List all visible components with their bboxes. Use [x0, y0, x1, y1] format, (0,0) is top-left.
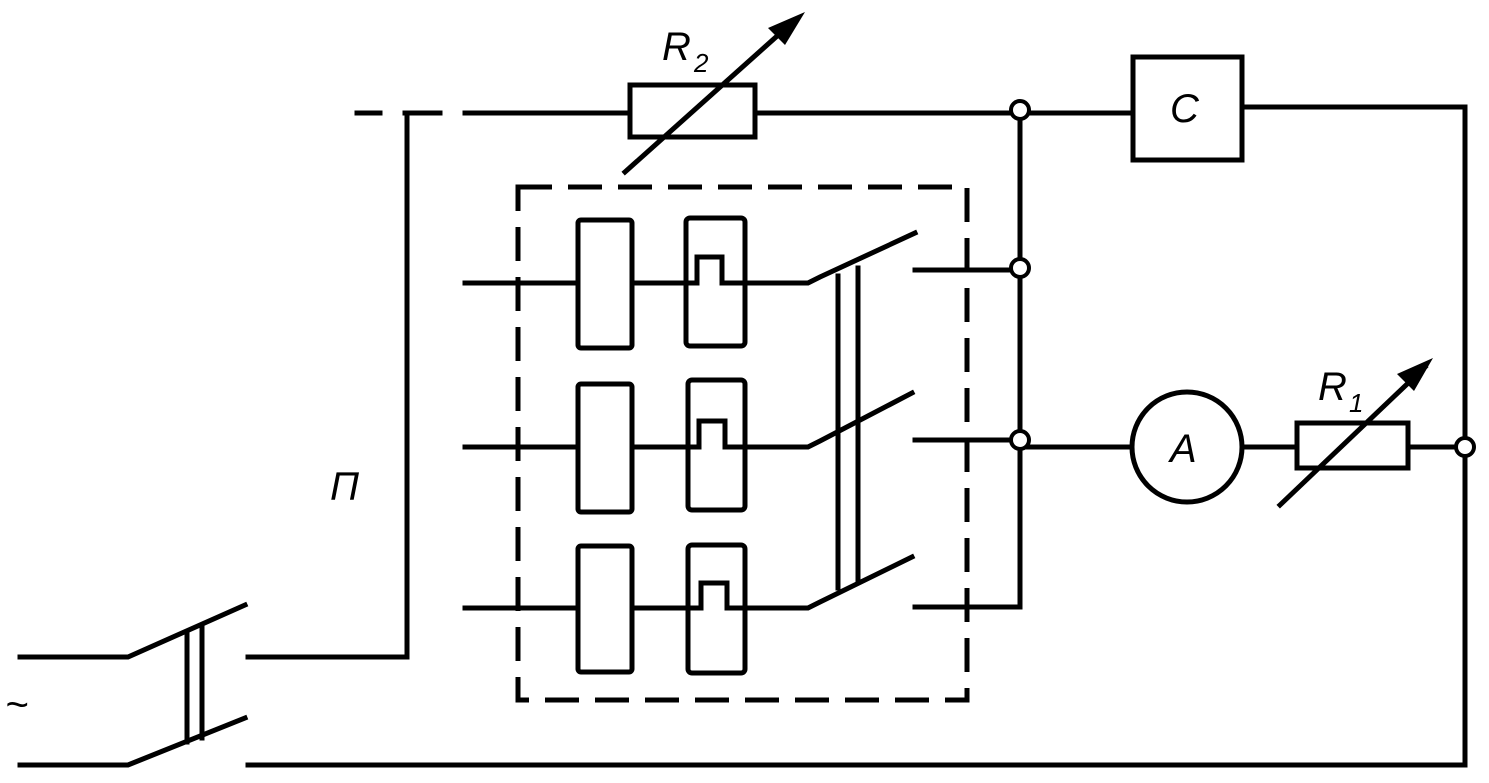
switch-p-bracket — [245, 110, 443, 660]
phase-2 — [462, 377, 1023, 515]
resistor-r1 — [1294, 420, 1411, 471]
r2-label: R — [662, 25, 691, 69]
capacitor-c — [1130, 54, 1245, 163]
phase-3 — [462, 542, 1023, 676]
r1-variable-arrow — [1276, 358, 1433, 509]
r1-label: R — [1318, 365, 1347, 409]
r2-variable-arrow — [621, 12, 805, 176]
r1-subscript: 1 — [1349, 388, 1363, 418]
r2-subscript: 2 — [693, 48, 709, 78]
junction-nodes — [1009, 99, 1476, 458]
main-switch — [17, 601, 249, 768]
ammeter-label: A — [1168, 427, 1197, 471]
relay-enclosure — [515, 184, 970, 703]
resistor-r2 — [627, 82, 758, 140]
switch-p-label: П — [330, 465, 360, 509]
mechanical-link — [835, 265, 861, 591]
phase-1 — [462, 215, 1023, 351]
ac-source-symbol: ~ — [5, 683, 28, 727]
ammeter — [1129, 389, 1245, 505]
capacitor-label: C — [1170, 87, 1200, 131]
